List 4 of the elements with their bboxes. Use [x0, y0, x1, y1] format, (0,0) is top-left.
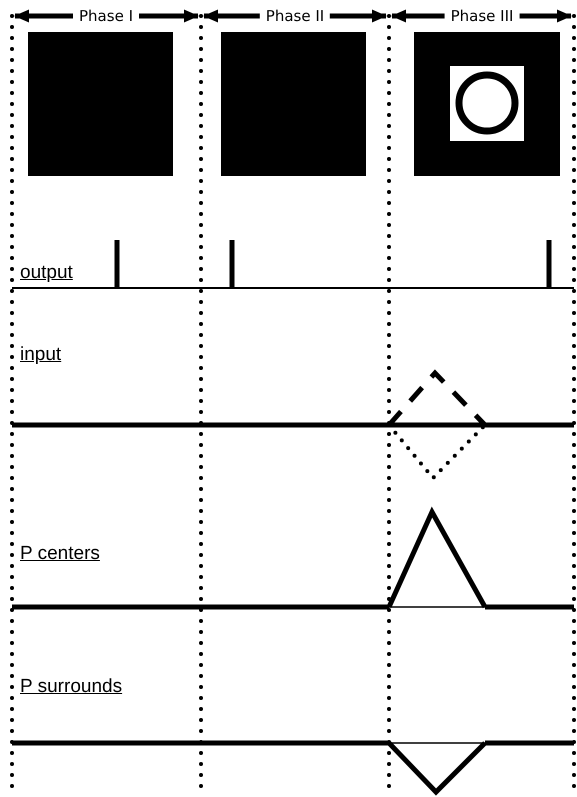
trace-label: output — [20, 262, 73, 284]
trace-label: P centers — [20, 543, 100, 565]
trace-label: input — [20, 344, 62, 366]
trace-label: P surrounds — [20, 676, 122, 698]
